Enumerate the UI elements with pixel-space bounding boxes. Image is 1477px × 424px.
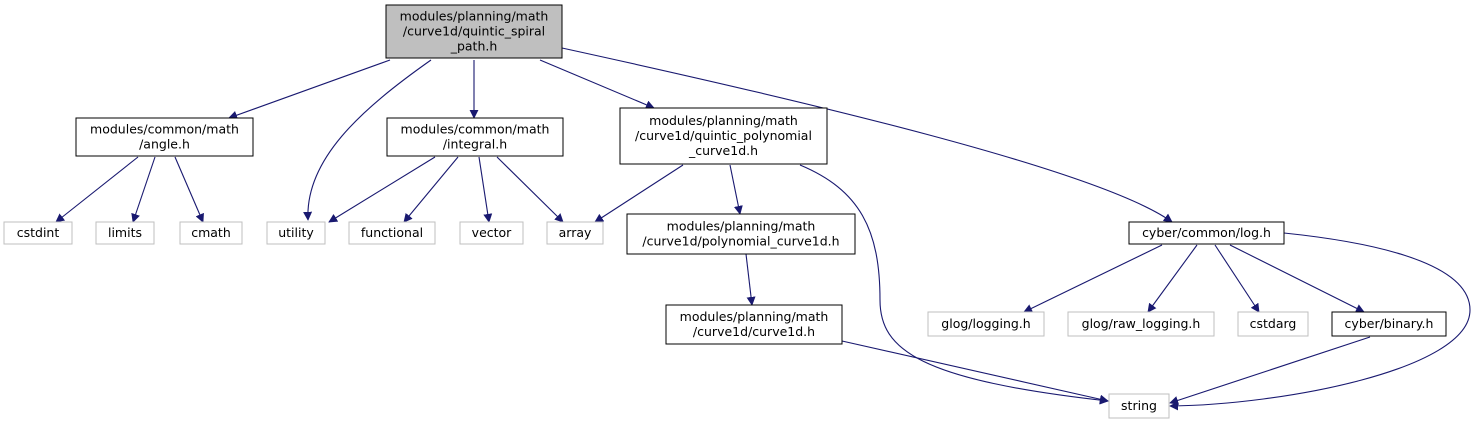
node-box <box>3 221 73 245</box>
edge-integral-to-vector <box>478 156 493 223</box>
node-label-line: _path.h <box>450 39 498 54</box>
node-utility: utility <box>266 221 326 245</box>
edge-root-to-log <box>561 47 1173 223</box>
node-box <box>1067 311 1215 337</box>
edge-angle-to-cmath <box>174 156 204 223</box>
edges-layer <box>55 47 1471 411</box>
node-label-line: cstdarg <box>1250 316 1297 331</box>
node-array: array <box>546 221 604 245</box>
node-label-line: modules/common/math <box>401 122 550 137</box>
node-box <box>619 107 828 165</box>
node-binary[interactable]: cyber/binary.h <box>1331 311 1447 337</box>
edge-integral-to-functional <box>403 156 459 223</box>
edge-root-to-angle <box>228 59 391 120</box>
edge-integral-to-utility <box>328 156 436 223</box>
edge-angle-to-limits <box>131 156 156 223</box>
edge-log-to-glog <box>1023 244 1163 313</box>
node-glograw: glog/raw_logging.h <box>1067 311 1215 337</box>
node-label-line: vector <box>472 225 513 240</box>
node-label-line: /curve1d/curve1d.h <box>693 324 815 339</box>
edge-root-to-qpoly <box>539 59 655 110</box>
node-glog: glog/logging.h <box>927 311 1045 337</box>
edge-curve1d-to-string <box>841 340 1109 404</box>
edge-binary-to-string <box>1169 336 1371 405</box>
edge-root-to-utility <box>303 59 432 221</box>
node-label-line: /curve1d/quintic_polynomial <box>635 128 812 143</box>
edge-log-to-cstdarg <box>1214 244 1260 313</box>
node-box <box>1108 393 1170 419</box>
node-label-line: string <box>1121 398 1157 413</box>
node-box <box>1128 221 1285 245</box>
node-label-line: array <box>559 225 592 240</box>
node-label-line: glog/raw_logging.h <box>1082 316 1201 331</box>
node-limits: limits <box>95 221 155 245</box>
edge-qpoly-to-polycurve <box>729 164 743 215</box>
node-label-line: /angle.h <box>139 137 190 152</box>
node-label-line: /integral.h <box>443 137 507 152</box>
nodes-layer: modules/planning/math/curve1d/quintic_sp… <box>3 4 1447 419</box>
node-angle[interactable]: modules/common/math/angle.h <box>75 117 254 157</box>
node-box <box>459 221 524 245</box>
edge-qpoly-to-array <box>594 164 684 223</box>
node-cstdint: cstdint <box>3 221 73 245</box>
edge-integral-to-array <box>496 156 564 223</box>
edge-polycurve-to-curve1d <box>745 253 756 306</box>
node-label-line: limits <box>108 225 142 240</box>
node-string: string <box>1108 393 1170 419</box>
node-label-line: cmath <box>191 225 231 240</box>
node-integral[interactable]: modules/common/math/integral.h <box>386 117 564 157</box>
node-cstdarg: cstdarg <box>1237 311 1309 337</box>
node-label-line: /curve1d/quintic_spiral <box>403 24 545 39</box>
edge-qpoly-to-string <box>799 164 1109 405</box>
node-qpoly[interactable]: modules/planning/math/curve1d/quintic_po… <box>619 107 828 165</box>
node-label-line: modules/planning/math <box>680 309 829 324</box>
node-box <box>348 221 436 245</box>
node-label-line: modules/common/math <box>90 122 239 137</box>
node-polycurve[interactable]: modules/planning/math/curve1d/polynomial… <box>626 213 856 255</box>
node-box <box>385 4 563 59</box>
node-box <box>179 221 243 245</box>
edge-log-to-binary <box>1229 244 1365 313</box>
node-vector: vector <box>459 221 524 245</box>
node-root[interactable]: modules/planning/math/curve1d/quintic_sp… <box>385 4 563 59</box>
edge-log-to-glograw <box>1147 244 1198 313</box>
node-box <box>927 311 1045 337</box>
node-box <box>266 221 326 245</box>
node-box <box>1237 311 1309 337</box>
node-box <box>95 221 155 245</box>
edge-log-to-string <box>1169 232 1471 411</box>
node-box <box>1331 311 1447 337</box>
node-label-line: modules/planning/math <box>400 9 549 24</box>
node-label-line: modules/planning/math <box>649 113 798 128</box>
node-label-line: cyber/common/log.h <box>1142 225 1271 240</box>
node-label-line: functional <box>361 225 423 240</box>
node-functional: functional <box>348 221 436 245</box>
node-label-line: cstdint <box>17 225 60 240</box>
node-label-line: utility <box>278 225 314 240</box>
node-label-line: _curve1d.h <box>688 143 758 158</box>
node-label-line: modules/planning/math <box>667 219 816 234</box>
node-curve1d[interactable]: modules/planning/math/curve1d/curve1d.h <box>665 304 843 345</box>
node-cmath: cmath <box>179 221 243 245</box>
node-box <box>386 117 564 157</box>
node-box <box>75 117 254 157</box>
node-box <box>546 221 604 245</box>
node-label-line: cyber/binary.h <box>1345 316 1434 331</box>
edge-angle-to-cstdint <box>55 156 139 223</box>
node-log[interactable]: cyber/common/log.h <box>1128 221 1285 245</box>
node-label-line: glog/logging.h <box>941 316 1030 331</box>
node-box <box>665 304 843 345</box>
node-label-line: /curve1d/polynomial_curve1d.h <box>642 234 839 249</box>
node-box <box>626 213 856 255</box>
